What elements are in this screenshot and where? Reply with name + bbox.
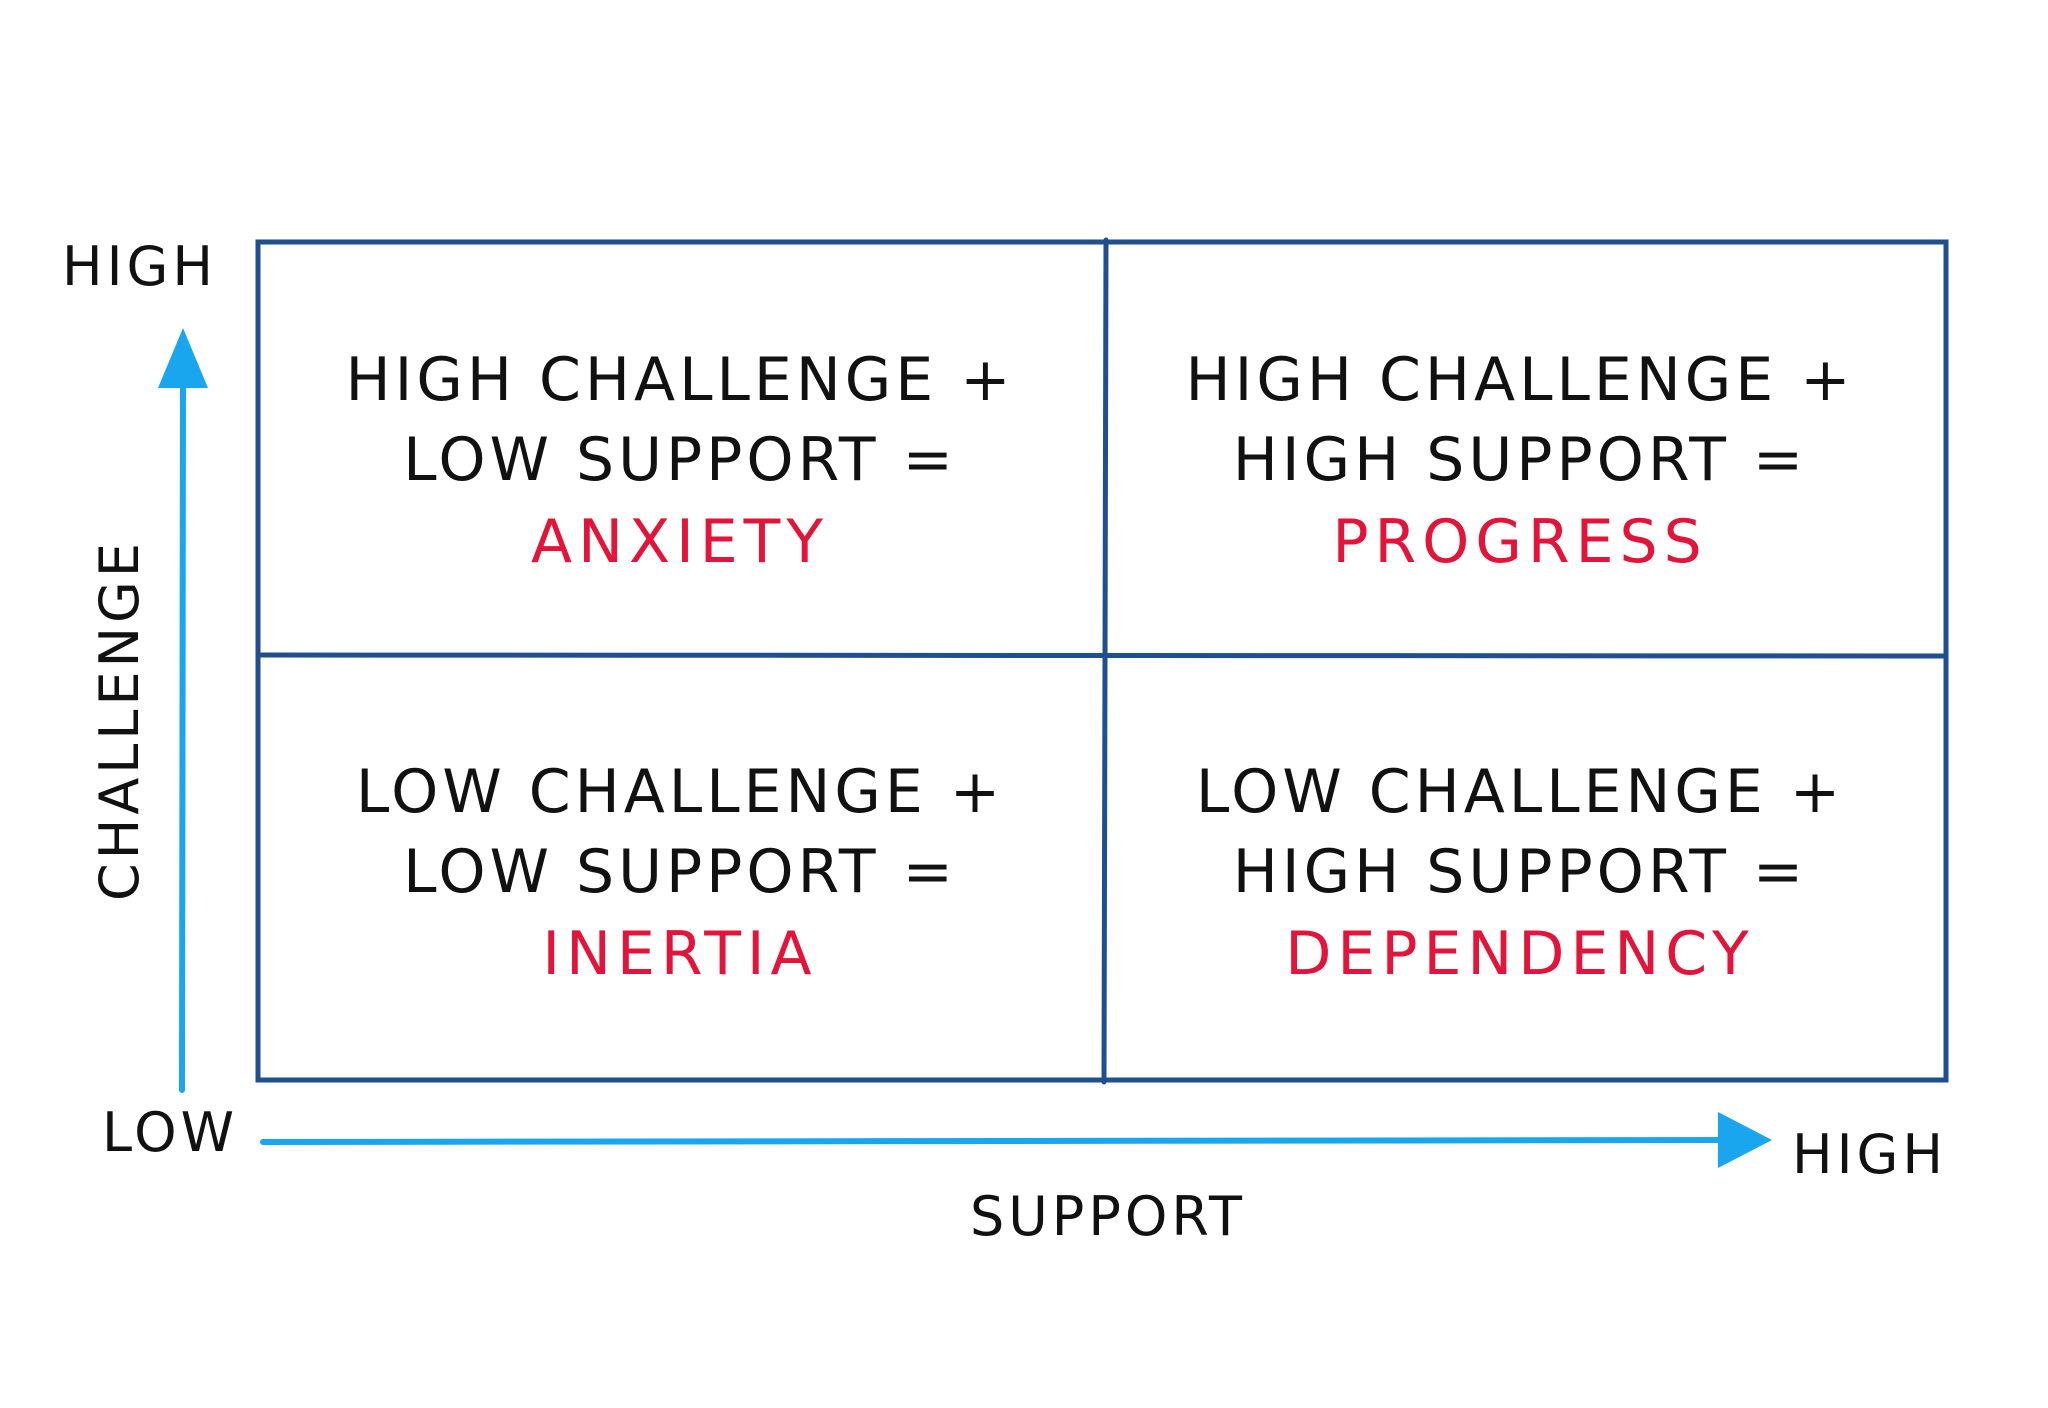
quadrant-bottom-left: LOW CHALLENGE + LOW SUPPORT = INERTIA [270, 752, 1090, 994]
grid-vertical-divider [1101, 237, 1109, 1085]
quadrant-result-dependency: DEPENDENCY [1285, 919, 1755, 989]
quadrant-line-2: HIGH SUPPORT = [1232, 425, 1808, 495]
x-axis-arrow [260, 1112, 1772, 1168]
quadrant-top-left: HIGH CHALLENGE + LOW SUPPORT = ANXIETY [270, 340, 1090, 582]
y-axis-arrowhead-icon [158, 328, 208, 388]
quadrant-top-right: HIGH CHALLENGE + HIGH SUPPORT = PROGRESS [1110, 340, 1930, 582]
quadrant-line-1: LOW CHALLENGE + [355, 757, 1005, 827]
x-axis-arrowhead-icon [1718, 1112, 1772, 1168]
quadrant-line-1: HIGH CHALLENGE + [1185, 345, 1855, 415]
x-axis-title: SUPPORT [970, 1185, 1247, 1248]
grid-horizontal-divider [255, 652, 1949, 659]
x-axis-line [260, 1137, 1733, 1145]
quadrant-line-2: LOW SUPPORT = [403, 837, 957, 907]
y-axis-arrow [158, 328, 208, 1093]
quadrant-result-progress: PROGRESS [1332, 507, 1708, 577]
quadrant-result-anxiety: ANXIETY [531, 507, 829, 577]
x-axis-high-label: HIGH [1792, 1123, 1947, 1186]
y-axis-low-label: LOW [102, 1101, 239, 1164]
y-axis-high-label: HIGH [62, 235, 217, 298]
quadrant-grid [255, 237, 1949, 1085]
quadrant-result-inertia: INERTIA [542, 919, 818, 989]
quadrant-line-1: HIGH CHALLENGE + [345, 345, 1015, 415]
y-axis-line [179, 367, 186, 1093]
y-axis-title: CHALLENGE [88, 539, 151, 901]
quadrant-bottom-right: LOW CHALLENGE + HIGH SUPPORT = DEPENDENC… [1110, 752, 1930, 994]
quadrant-line-2: HIGH SUPPORT = [1232, 837, 1808, 907]
quadrant-line-2: LOW SUPPORT = [403, 425, 957, 495]
quadrant-line-1: LOW CHALLENGE + [1195, 757, 1845, 827]
